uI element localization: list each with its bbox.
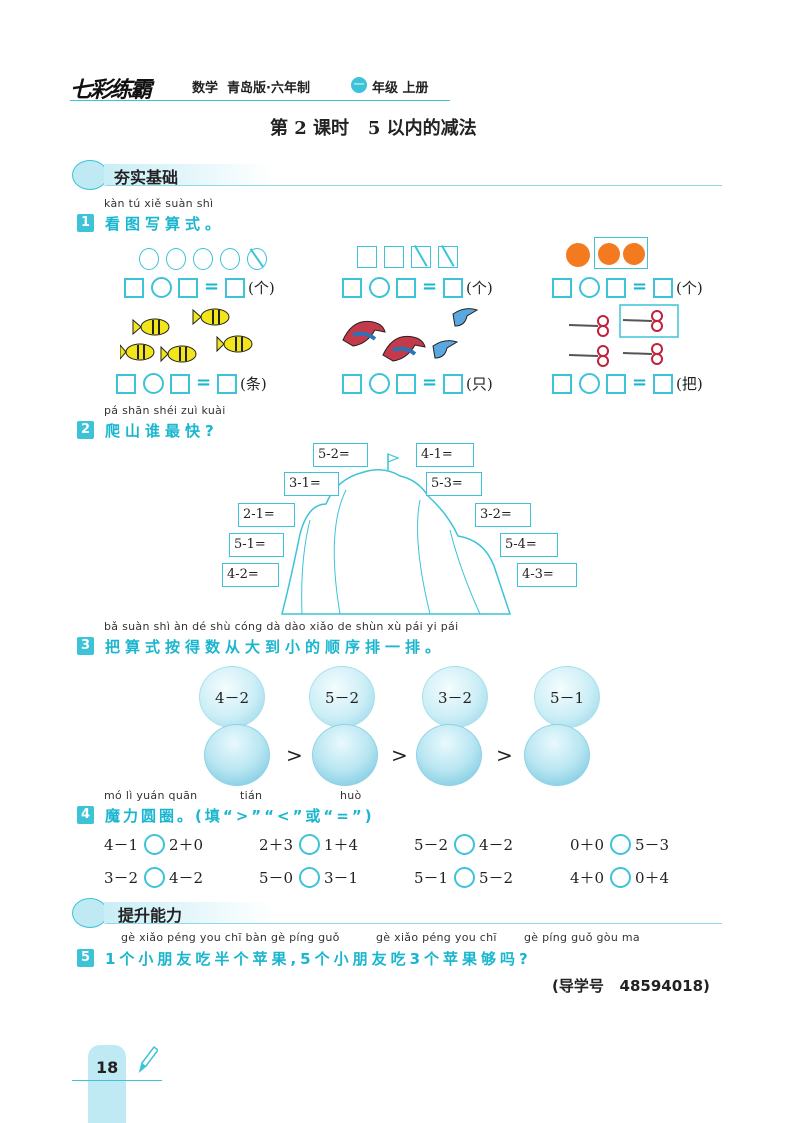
answer-bowl[interactable] (524, 724, 590, 786)
operator-circle[interactable] (369, 277, 390, 298)
unit-label: (个) (466, 279, 493, 297)
section-title: 夯实基础 (114, 168, 179, 187)
q4-pinyin: tián (240, 789, 263, 802)
bird-illustration (342, 308, 479, 362)
guide-number: (导学号 48594018) (552, 977, 710, 995)
answer-box[interactable] (443, 278, 463, 298)
answer-box[interactable] (217, 374, 237, 394)
operator-circle[interactable] (143, 373, 164, 394)
q2-number: 2 (77, 421, 94, 439)
expression-bowl: 3－2 (422, 666, 488, 728)
q4-number: 4 (77, 806, 94, 824)
q3-pinyin: bǎ suàn shì àn dé shù cóng dà dào xiǎo d… (104, 620, 459, 633)
pencil-icon (138, 1045, 158, 1074)
answer-box[interactable] (124, 278, 144, 298)
q2-pinyin: pá shān shéi zuì kuài (104, 404, 226, 417)
climb-step[interactable]: 3-2= (475, 503, 531, 527)
answer-box[interactable] (396, 278, 416, 298)
operator-circle[interactable] (579, 277, 600, 298)
unit-label: (把) (676, 375, 703, 393)
climb-step[interactable]: 5-4= (500, 533, 558, 557)
answer-box[interactable] (552, 278, 572, 298)
q1-text: 看图写算式。 (105, 215, 226, 233)
answer-box[interactable] (342, 278, 362, 298)
expression-bowl: 4－2 (199, 666, 265, 728)
mountain-illustration (281, 453, 512, 615)
cartoon-icon (72, 898, 108, 928)
compare-circle[interactable] (144, 834, 165, 855)
footer-rule (72, 1080, 162, 1081)
q1-pinyin: kàn tú xiě suàn shì (104, 197, 214, 210)
compare-circle[interactable] (610, 834, 631, 855)
answer-bowl[interactable] (204, 724, 270, 786)
lesson-title: 第 2 课时 5 以内的减法 (270, 118, 477, 139)
climb-step[interactable]: 5-1= (229, 533, 284, 557)
answer-box[interactable] (443, 374, 463, 394)
scissors-illustration (568, 304, 679, 367)
answer-box[interactable] (606, 278, 626, 298)
q3-text: 把算式按得数从大到小的顺序排一排。 (105, 638, 446, 656)
expression-bowl: 5－2 (309, 666, 375, 728)
compare-circle[interactable] (454, 834, 475, 855)
book-info: 数学 青岛版·六年制 (192, 81, 310, 96)
climb-step[interactable]: 4-1= (416, 443, 474, 467)
q5-pinyin: gè xiǎo péng you chī bàn gè píng guǒ (121, 931, 340, 944)
section-header-basics: 夯实基础 (72, 160, 722, 190)
fish-illustration (120, 308, 253, 363)
q3-number: 3 (77, 637, 94, 655)
q5-number: 5 (77, 949, 94, 967)
answer-bowl[interactable] (416, 724, 482, 786)
expression-bowl: 5－1 (534, 666, 600, 728)
compare-circle[interactable] (144, 867, 165, 888)
cartoon-icon (72, 160, 108, 190)
logo: 七彩练霸 (70, 78, 152, 103)
grade-badge: 一 (351, 77, 367, 93)
q4-text: 魔力圆圈。(填“>”“<”或“=”) (105, 807, 375, 825)
answer-box[interactable] (396, 374, 416, 394)
answer-box[interactable] (170, 374, 190, 394)
answer-bowl[interactable] (312, 724, 378, 786)
climb-step[interactable]: 5-2= (313, 443, 368, 467)
compare-circle[interactable] (610, 867, 631, 888)
q5-pinyin: gè xiǎo péng you chī (376, 931, 497, 944)
climb-step[interactable]: 4-3= (517, 563, 577, 587)
header: 七彩练霸 数学 青岛版·六年制 一 年级 上册 (70, 72, 470, 103)
operator-circle[interactable] (151, 277, 172, 298)
q1-number: 1 (77, 214, 94, 232)
answer-box[interactable] (653, 374, 673, 394)
q2-text: 爬山谁最快? (105, 422, 219, 440)
operator-circle[interactable] (369, 373, 390, 394)
unit-label: (个) (676, 279, 703, 297)
answer-box[interactable] (225, 278, 245, 298)
answer-box[interactable] (653, 278, 673, 298)
unit-label: (只) (466, 375, 493, 393)
answer-box[interactable] (178, 278, 198, 298)
answer-box[interactable] (116, 374, 136, 394)
page-tab (88, 1045, 126, 1123)
header-rule (70, 100, 450, 101)
q5-pinyin: gè píng guǒ gòu ma (524, 931, 640, 944)
climb-step[interactable]: 2-1= (238, 503, 295, 527)
climb-step[interactable]: 5-3= (426, 472, 482, 496)
page-number: 18 (96, 1058, 119, 1077)
q4-pinyin: mó lì yuán quān (104, 789, 198, 802)
unit-label: (个) (248, 279, 275, 297)
section-header-ability: 提升能力 (72, 898, 722, 928)
compare-circle[interactable] (299, 834, 320, 855)
compare-circle[interactable] (454, 867, 475, 888)
q4-pinyin: huò (340, 789, 362, 802)
answer-box[interactable] (342, 374, 362, 394)
q5-text: 1个小朋友吃半个苹果,5个小朋友吃3个苹果够吗? (105, 950, 532, 968)
section-title: 提升能力 (118, 906, 183, 925)
compare-circle[interactable] (299, 867, 320, 888)
operator-circle[interactable] (579, 373, 600, 394)
climb-step[interactable]: 4-2= (222, 563, 279, 587)
climb-step[interactable]: 3-1= (284, 472, 339, 496)
unit-label: (条) (240, 375, 267, 393)
answer-box[interactable] (552, 374, 572, 394)
grade-text: 年级 上册 (372, 81, 429, 96)
answer-box[interactable] (606, 374, 626, 394)
